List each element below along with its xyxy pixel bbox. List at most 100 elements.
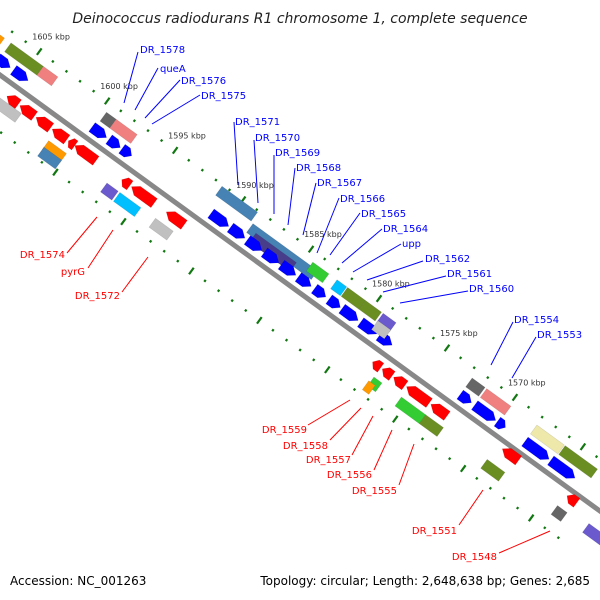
gene-label[interactable]: DR_1567 [317, 178, 362, 189]
gene-label[interactable]: DR_1578 [140, 45, 185, 56]
gene-feature-box[interactable] [0, 90, 22, 123]
gene-label[interactable]: DR_1565 [361, 209, 406, 220]
forward-gene-arrow[interactable] [243, 235, 263, 252]
gene-label[interactable]: DR_1564 [383, 224, 428, 235]
reverse-gene-arrow[interactable] [19, 104, 39, 121]
minor-tick [336, 267, 340, 271]
label-leader-line [366, 260, 424, 281]
minor-tick [64, 69, 69, 73]
gene-feature-box[interactable] [100, 182, 119, 201]
gene-label[interactable]: DR_1559 [262, 425, 307, 436]
gene-label[interactable]: DR_1576 [181, 76, 226, 87]
forward-gene-arrow[interactable] [456, 389, 472, 404]
gene-label[interactable]: queA [160, 64, 186, 75]
minor-tick [448, 457, 452, 461]
forward-gene-arrow[interactable] [0, 53, 11, 69]
gene-feature-box[interactable] [37, 146, 63, 170]
reverse-gene-arrow[interactable] [131, 186, 158, 208]
gene-feature-box[interactable] [358, 299, 382, 322]
forward-gene-arrow[interactable] [338, 303, 359, 322]
reverse-gene-arrow[interactable] [393, 376, 409, 391]
reverse-gene-arrow[interactable] [35, 116, 55, 133]
gene-label[interactable]: DR_1570 [255, 133, 300, 144]
minor-tick [244, 308, 248, 313]
gene-label[interactable]: DR_1557 [306, 455, 351, 466]
gene-label[interactable]: DR_1566 [340, 194, 385, 205]
gene-label[interactable]: DR_1571 [235, 117, 280, 128]
forward-gene-arrow[interactable] [277, 259, 297, 276]
gene-label[interactable]: DR_1555 [352, 486, 397, 497]
gene-feature-box[interactable] [246, 223, 319, 280]
gene-feature-box[interactable] [418, 414, 444, 437]
gene-label[interactable]: upp [402, 239, 421, 250]
forward-gene-arrow[interactable] [356, 317, 378, 335]
gene-label[interactable]: DR_1574 [20, 250, 65, 261]
forward-gene-arrow[interactable] [226, 222, 246, 239]
gene-label[interactable]: DR_1556 [327, 470, 372, 481]
forward-gene-arrow[interactable] [105, 134, 121, 149]
gene-feature-box[interactable] [0, 31, 5, 47]
gene-feature-box[interactable] [558, 445, 598, 479]
gene-label[interactable]: pyrG [61, 267, 85, 278]
gene-feature-box[interactable] [479, 388, 512, 416]
gene-label[interactable]: DR_1554 [514, 315, 559, 326]
gene-feature-box[interactable] [36, 65, 59, 87]
gene-label[interactable]: DR_1575 [201, 91, 246, 102]
gene-label[interactable]: DR_1551 [412, 526, 457, 537]
label-leader-line [121, 256, 149, 293]
gene-feature-box[interactable] [215, 185, 259, 222]
reverse-gene-arrow[interactable] [406, 385, 433, 408]
gene-feature-box[interactable] [370, 320, 392, 340]
gene-label[interactable]: DR_1562 [425, 254, 470, 265]
reverse-gene-arrow[interactable] [566, 494, 581, 508]
reverse-gene-arrow[interactable] [51, 128, 71, 145]
forward-gene-arrow[interactable] [260, 247, 280, 264]
gene-label[interactable]: DR_1568 [296, 163, 341, 174]
forward-gene-arrow[interactable] [310, 283, 327, 299]
gene-feature-box[interactable] [529, 424, 565, 455]
forward-gene-arrow[interactable] [547, 455, 576, 479]
gene-label[interactable]: DR_1558 [283, 441, 328, 452]
gene-feature-box[interactable] [113, 192, 142, 218]
forward-gene-arrow[interactable] [9, 65, 29, 82]
gene-feature-box[interactable] [305, 261, 330, 284]
forward-gene-arrow[interactable] [294, 272, 312, 288]
minor-tick [159, 138, 164, 143]
forward-gene-arrow[interactable] [118, 143, 132, 158]
reverse-gene-arrow[interactable] [165, 211, 188, 230]
reverse-gene-arrow[interactable] [121, 177, 134, 191]
gene-label[interactable]: DR_1553 [537, 330, 582, 341]
reverse-gene-arrow[interactable] [6, 95, 22, 110]
gene-feature-box[interactable] [465, 377, 486, 397]
gene-feature-box[interactable] [330, 279, 348, 297]
gene-feature-box[interactable] [550, 505, 568, 522]
gene-feature-box[interactable] [148, 217, 174, 241]
reverse-gene-arrow[interactable] [381, 367, 396, 381]
gene-feature-box[interactable] [41, 140, 67, 163]
gene-label[interactable]: DR_1548 [452, 552, 497, 563]
minor-tick [227, 188, 232, 192]
forward-gene-arrow[interactable] [493, 416, 506, 430]
minor-tick [420, 437, 425, 441]
minor-tick [350, 277, 354, 281]
label-leader-line [351, 415, 374, 456]
gene-label[interactable]: DR_1561 [447, 269, 492, 280]
gene-feature-box[interactable] [4, 42, 44, 76]
gene-label[interactable]: DR_1560 [469, 284, 514, 295]
reverse-gene-arrow[interactable] [74, 144, 100, 166]
forward-gene-arrow[interactable] [325, 294, 341, 309]
forward-gene-arrow[interactable] [521, 436, 550, 460]
forward-gene-arrow[interactable] [88, 122, 107, 139]
reverse-gene-arrow[interactable] [430, 403, 451, 421]
gene-feature-box[interactable] [480, 458, 506, 482]
gene-feature-box[interactable] [582, 523, 600, 550]
forward-gene-arrow[interactable] [207, 208, 230, 228]
gene-feature-box[interactable] [361, 380, 376, 395]
gene-label[interactable]: DR_1572 [75, 291, 120, 302]
reverse-gene-arrow[interactable] [501, 448, 523, 466]
forward-gene-arrow[interactable] [471, 400, 497, 422]
gene-label[interactable]: DR_1569 [275, 148, 320, 159]
gene-feature-box[interactable] [109, 118, 138, 144]
reverse-gene-arrow[interactable] [67, 138, 79, 151]
reverse-gene-arrow[interactable] [372, 359, 385, 373]
